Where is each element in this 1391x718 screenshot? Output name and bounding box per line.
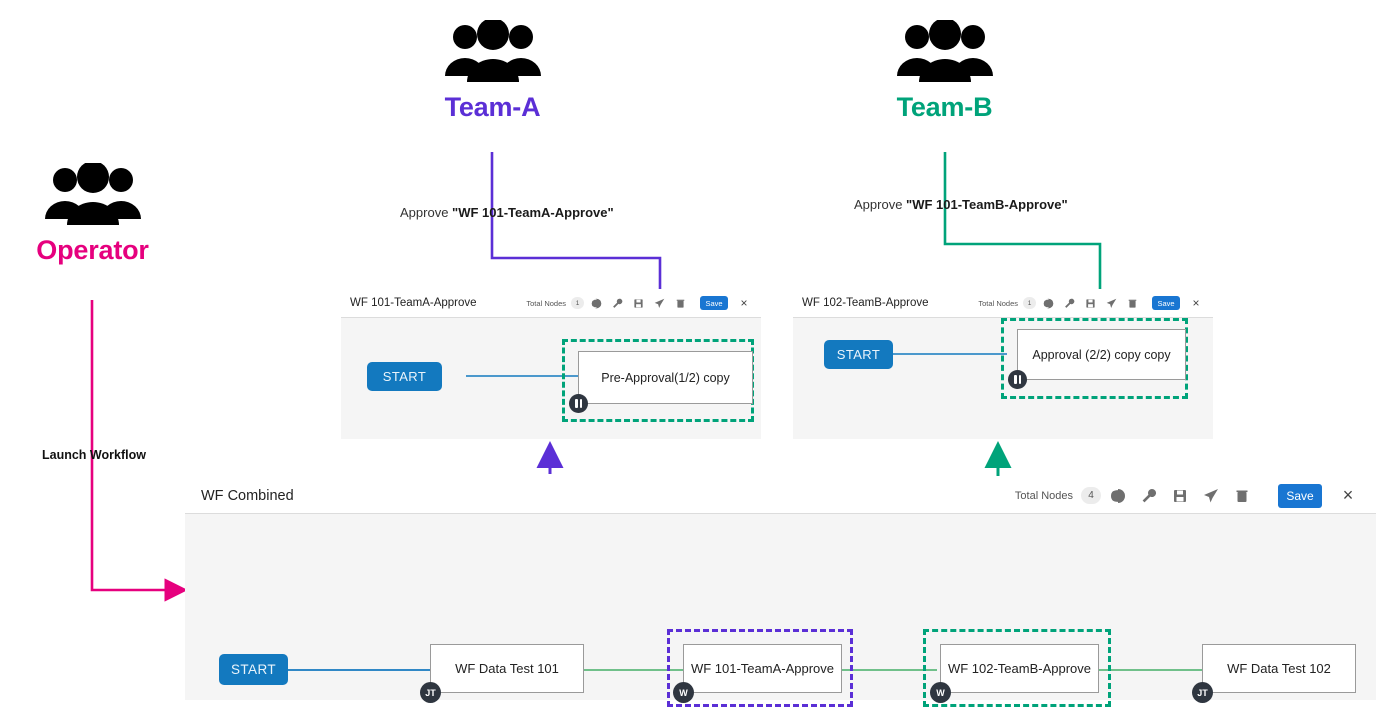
panel-combined-tools: Total Nodes 4 Save × bbox=[1015, 483, 1360, 509]
panel-a-title: WF 101-TeamA-Approve bbox=[350, 297, 477, 309]
panel-a-total-nodes-count: 1 bbox=[571, 297, 584, 309]
actor-team-b-label: Team-B bbox=[896, 92, 993, 122]
panel-a-tools: Total Nodes 1 Save × bbox=[526, 294, 752, 312]
w-badge[interactable]: W bbox=[930, 682, 951, 703]
panel-b-links bbox=[892, 353, 1007, 355]
actor-operator-label: Operator bbox=[36, 235, 149, 265]
combined-node-data-test-102[interactable]: WF Data Test 102 JT bbox=[1192, 644, 1356, 703]
wrench-icon[interactable] bbox=[1135, 483, 1163, 509]
actor-team-b: Team-B bbox=[862, 18, 1027, 123]
panel-a-total-nodes-label: Total Nodes bbox=[526, 298, 566, 308]
combined-node-1-label: WF Data Test 101 bbox=[455, 661, 559, 676]
panel-combined-total-nodes-count: 4 bbox=[1081, 487, 1101, 504]
pause-icon bbox=[575, 399, 582, 408]
panel-a-save-button[interactable]: Save bbox=[700, 296, 728, 310]
panel-combined-canvas: START WF Data Test 101 JT WF 101-TeamA-A… bbox=[185, 514, 1376, 707]
wrench-icon[interactable] bbox=[608, 294, 626, 312]
globe-icon[interactable] bbox=[587, 294, 605, 312]
wrench-icon[interactable] bbox=[1060, 294, 1078, 312]
panel-a-start-node[interactable]: START bbox=[367, 362, 442, 391]
panel-a-task-node[interactable]: Pre-Approval(1/2) copy bbox=[569, 351, 753, 413]
panel-b-canvas: START Approval (2/2) copy copy bbox=[793, 318, 1213, 439]
jt-badge[interactable]: JT bbox=[420, 682, 441, 703]
edge-label-approve-team-b: Approve "WF 101-TeamB-Approve" bbox=[854, 197, 1068, 212]
panel-b-total-nodes-count: 1 bbox=[1023, 297, 1036, 309]
combined-node-data-test-101[interactable]: WF Data Test 101 JT bbox=[420, 644, 584, 703]
panel-b-total-nodes-label: Total Nodes bbox=[978, 298, 1018, 308]
combined-node-wf101-teamA-approve[interactable]: WF 101-TeamA-Approve W bbox=[673, 644, 842, 703]
edge-label-approve-team-a: Approve "WF 101-TeamA-Approve" bbox=[400, 205, 614, 220]
globe-icon[interactable] bbox=[1039, 294, 1057, 312]
combined-start-label: START bbox=[230, 662, 276, 677]
panel-b-task-node[interactable]: Approval (2/2) copy copy bbox=[1008, 329, 1186, 389]
combined-node-wf102-teamB-approve[interactable]: WF 102-TeamB-Approve W bbox=[930, 644, 1099, 703]
edge-label-approve-a-target: "WF 101-TeamA-Approve" bbox=[452, 205, 614, 220]
panel-b-task-label: Approval (2/2) copy copy bbox=[1032, 347, 1171, 362]
actor-operator: Operator bbox=[10, 161, 175, 266]
panel-b-start-node[interactable]: START bbox=[824, 340, 893, 369]
trash-icon[interactable] bbox=[1123, 294, 1141, 312]
panel-combined-save-button[interactable]: Save bbox=[1278, 483, 1322, 508]
connector-operator-to-start bbox=[90, 300, 188, 602]
floppy-disk-icon[interactable] bbox=[629, 294, 647, 312]
panel-a-close-icon[interactable]: × bbox=[740, 296, 748, 310]
combined-start-node[interactable]: START bbox=[219, 654, 288, 685]
people-group-icon bbox=[10, 161, 175, 229]
pause-badge-icon[interactable] bbox=[569, 394, 588, 413]
trash-icon[interactable] bbox=[671, 294, 689, 312]
actor-team-a: Team-A bbox=[410, 18, 575, 123]
combined-node-2-label: WF 101-TeamA-Approve bbox=[690, 661, 835, 676]
workflow-panel-combined: WF Combined Total Nodes 4 bbox=[185, 478, 1376, 707]
panel-combined-title: WF Combined bbox=[201, 487, 294, 504]
floppy-disk-icon[interactable] bbox=[1081, 294, 1099, 312]
panel-a-canvas: START Pre-Approval(1/2) copy bbox=[341, 318, 761, 439]
panel-combined-links bbox=[288, 669, 1203, 671]
panel-a-toolbar: WF 101-TeamA-Approve Total Nodes 1 bbox=[341, 289, 761, 318]
panel-b-start-label: START bbox=[836, 347, 881, 362]
people-group-icon bbox=[862, 18, 1027, 86]
edge-label-launch-workflow: Launch Workflow bbox=[42, 448, 146, 462]
actor-team-a-label: Team-A bbox=[444, 92, 541, 122]
edge-label-approve-a-prefix: Approve bbox=[400, 205, 453, 220]
panel-a-links bbox=[466, 375, 581, 377]
panel-b-highlight-box bbox=[1001, 318, 1188, 399]
panel-b-save-button[interactable]: Save bbox=[1152, 296, 1180, 310]
workflow-panel-team-b: WF 102-TeamB-Approve Total Nodes 1 bbox=[793, 289, 1213, 439]
trash-icon[interactable] bbox=[1228, 483, 1256, 509]
pause-badge-icon[interactable] bbox=[1008, 370, 1027, 389]
paper-plane-icon[interactable] bbox=[1197, 483, 1225, 509]
edge-label-approve-b-prefix: Approve bbox=[854, 197, 907, 212]
panel-a-start-label: START bbox=[382, 369, 427, 384]
people-group-icon bbox=[410, 18, 575, 86]
pause-icon bbox=[1014, 375, 1021, 384]
panel-combined-close-icon[interactable]: × bbox=[1342, 485, 1354, 505]
paper-plane-icon[interactable] bbox=[650, 294, 668, 312]
floppy-disk-icon[interactable] bbox=[1166, 483, 1194, 509]
panel-b-tools: Total Nodes 1 Save × bbox=[978, 294, 1204, 312]
panel-b-title: WF 102-TeamB-Approve bbox=[802, 297, 929, 309]
edge-label-approve-b-target: "WF 101-TeamB-Approve" bbox=[906, 197, 1068, 212]
workflow-panel-team-a: WF 101-TeamA-Approve Total Nodes 1 bbox=[341, 289, 761, 439]
paper-plane-icon[interactable] bbox=[1102, 294, 1120, 312]
combined-highlight-box-team-b bbox=[923, 629, 1111, 707]
panel-combined-toolbar: WF Combined Total Nodes 4 bbox=[185, 478, 1376, 514]
combined-node-4-label: WF Data Test 102 bbox=[1227, 661, 1331, 676]
panel-a-task-label: Pre-Approval(1/2) copy bbox=[601, 370, 730, 385]
jt-badge[interactable]: JT bbox=[1192, 682, 1213, 703]
combined-node-3-label: WF 102-TeamB-Approve bbox=[947, 661, 1092, 676]
panel-b-close-icon[interactable]: × bbox=[1192, 296, 1200, 310]
globe-icon[interactable] bbox=[1104, 483, 1132, 509]
panel-combined-total-nodes-label: Total Nodes bbox=[1014, 489, 1073, 502]
w-badge[interactable]: W bbox=[673, 682, 694, 703]
combined-highlight-box-team-a bbox=[667, 629, 853, 707]
panel-b-toolbar: WF 102-TeamB-Approve Total Nodes 1 bbox=[793, 289, 1213, 318]
